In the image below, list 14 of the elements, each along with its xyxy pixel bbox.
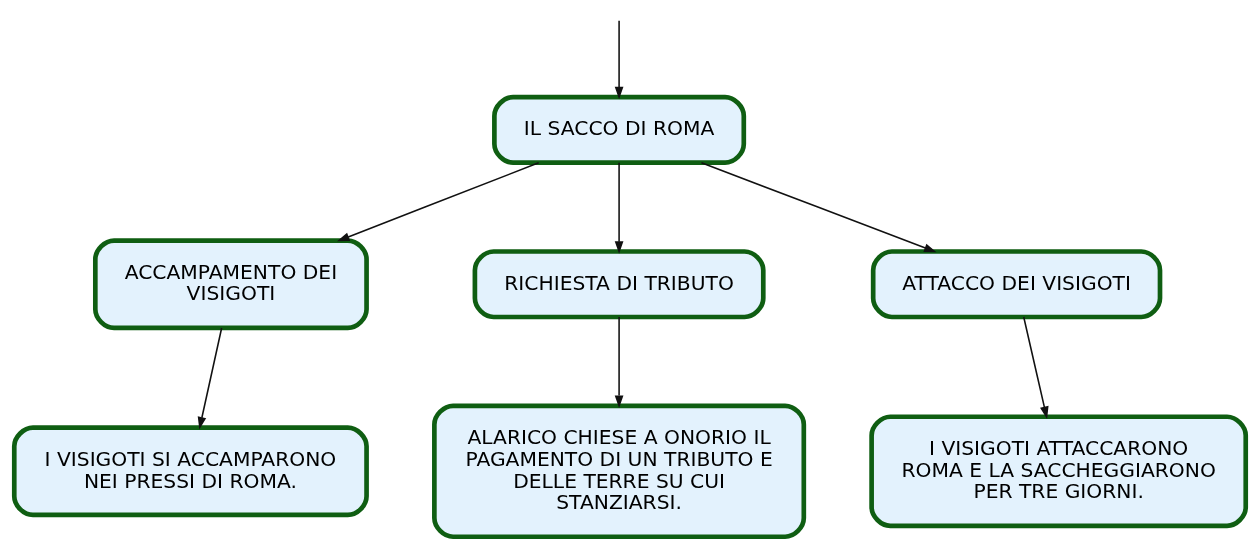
node-box: RICHIESTA DI TRIBUTO bbox=[472, 248, 766, 319]
arrow bbox=[614, 161, 624, 254]
arrow bbox=[197, 326, 223, 429]
arrow bbox=[614, 19, 624, 99]
arrow bbox=[1022, 315, 1049, 419]
arrow bbox=[614, 315, 624, 408]
node-box: ALARICO CHIESE A ONORIO IL PAGAMENTO DI UN TRIBUTO E DELLE TERRE SU CUI STANZIARSI. bbox=[432, 403, 807, 539]
arrow bbox=[700, 161, 937, 252]
node-box: IL SACCO DI ROMA bbox=[492, 94, 747, 165]
arrow bbox=[337, 161, 540, 241]
node-box: I VISIGOTI SI ACCAMPARONO NEI PRESSI DI ROMA. bbox=[11, 424, 369, 517]
node-box: I VISIGOTI ATTACCARONO ROMA E LA SACCHEGGIARONO PER TRE GIORNI. bbox=[869, 413, 1249, 528]
node-box: ATTACCO DEI VISIGOTI bbox=[870, 248, 1163, 319]
node-box: ACCAMPAMENTO DEI VISIGOTI bbox=[92, 237, 369, 330]
